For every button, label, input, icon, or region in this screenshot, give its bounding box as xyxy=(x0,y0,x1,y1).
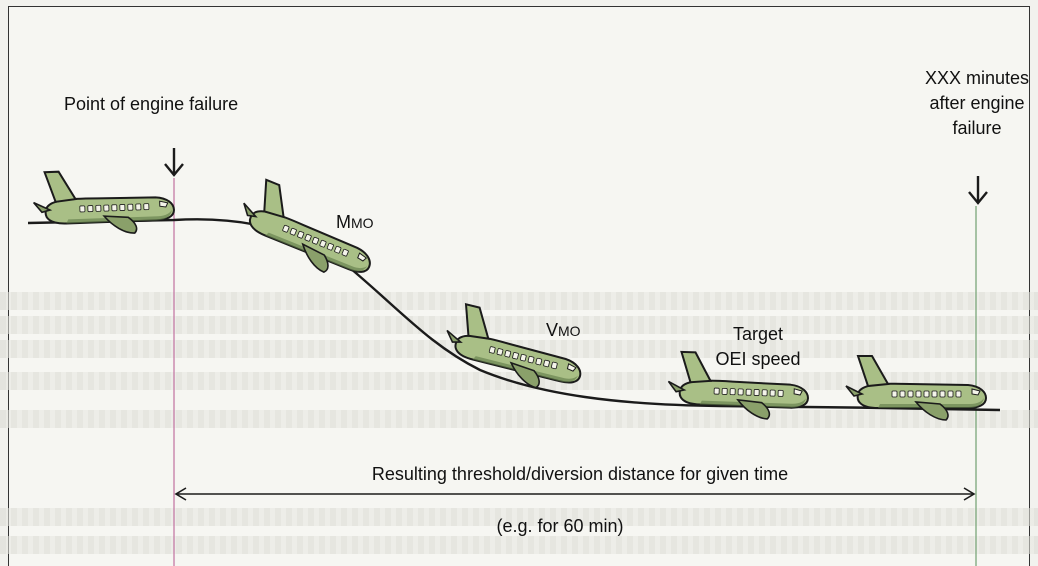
distance-label: Resulting threshold/diversion distance f… xyxy=(371,464,789,484)
vmo-label: VMO xyxy=(546,318,581,343)
target-speed-label: Target OEI speed xyxy=(704,322,812,372)
right-arrowhead-icon xyxy=(963,487,976,501)
mmo-label-main: M xyxy=(336,212,351,232)
example-label: (e.g. for 60 min) xyxy=(496,516,624,536)
mmo-label: MMO xyxy=(336,210,374,235)
airplane-icon xyxy=(31,166,176,238)
down-arrow-icon xyxy=(163,146,185,177)
target-speed-line-2: OEI speed xyxy=(715,349,801,369)
bleed-through-text xyxy=(0,316,1038,334)
vmo-label-subscript: MO xyxy=(558,323,581,339)
vmo-label-main: V xyxy=(546,320,559,340)
bleed-through-text xyxy=(0,508,1038,526)
time-after-failure-line-2: after engine xyxy=(929,93,1025,113)
time-after-failure-line-1: XXX minutes xyxy=(924,68,1030,88)
time-after-failure-line-3: failure xyxy=(952,118,1002,138)
time-after-failure-label: XXX minutes after engine failure xyxy=(886,66,1038,141)
down-arrow-icon xyxy=(967,174,989,205)
engine-failure-label: Point of engine failure xyxy=(64,94,239,114)
bleed-through-text xyxy=(0,410,1038,428)
mmo-label-subscript: MO xyxy=(351,215,374,231)
left-arrowhead-icon xyxy=(174,487,187,501)
target-speed-line-1: Target xyxy=(732,324,784,344)
bleed-through-text xyxy=(0,536,1038,554)
bleed-through-text xyxy=(0,292,1038,310)
diagram-frame xyxy=(8,6,1030,566)
